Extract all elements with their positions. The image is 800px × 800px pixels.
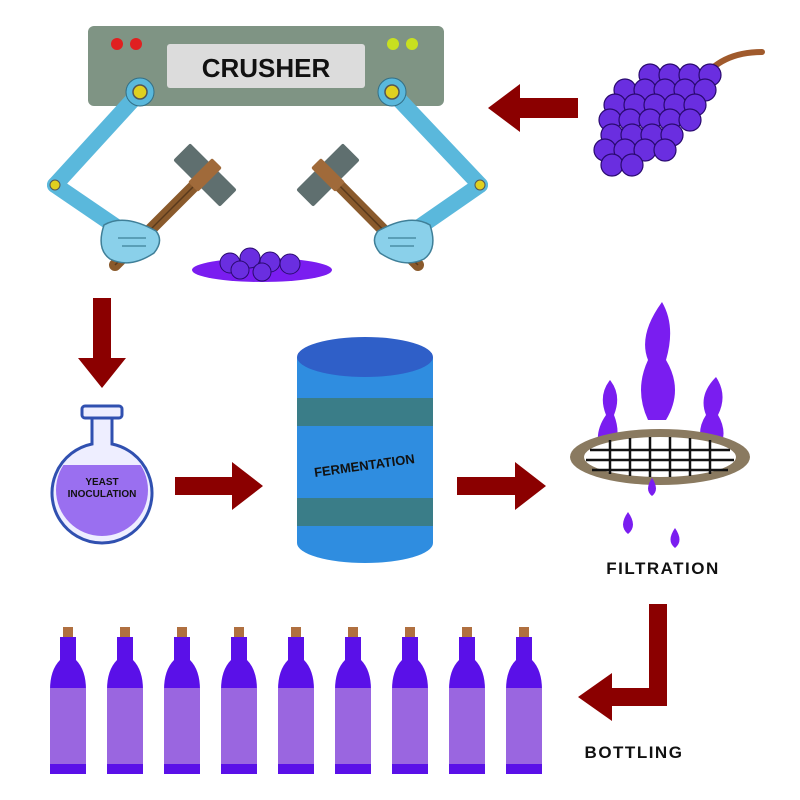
crusher-yellow-light <box>406 38 418 50</box>
bottle-neck <box>506 637 542 690</box>
bottle-cork <box>348 627 358 637</box>
bottle-body <box>50 688 86 764</box>
bottle-body <box>335 688 371 764</box>
flask-label-line2: INOCULATION <box>68 489 137 500</box>
arrow-filtration-to-bottling <box>578 604 667 721</box>
left-hand <box>100 219 161 264</box>
filtration-label: FILTRATION <box>606 559 720 578</box>
bottles-row <box>50 627 542 774</box>
bottle-body <box>221 688 257 764</box>
barrel-band <box>297 398 433 426</box>
bottle-base <box>335 764 371 774</box>
bottle-cork <box>234 627 244 637</box>
crusher-yellow-light <box>387 38 399 50</box>
bottle-body <box>449 688 485 764</box>
wine-bottle <box>164 627 200 774</box>
bottle-body <box>278 688 314 764</box>
bottle-neck <box>107 637 143 690</box>
yeast-flask: YEAST INOCULATION <box>50 404 154 545</box>
flask-label-line1: YEAST <box>85 477 118 488</box>
arm-joint <box>49 179 61 191</box>
bottle-neck <box>392 637 428 690</box>
bottle-body <box>506 688 542 764</box>
left-robot-arm <box>47 77 155 236</box>
bottle-neck <box>278 637 314 690</box>
bottle-base <box>50 764 86 774</box>
grape <box>620 153 644 177</box>
bottle-body <box>107 688 143 764</box>
crusher-machine: CRUSHER <box>88 26 444 106</box>
crusher-red-light <box>111 38 123 50</box>
barrel-band <box>297 498 433 526</box>
bottle-neck <box>335 637 371 690</box>
right-hand <box>373 219 434 264</box>
crusher-label-plate <box>167 44 365 88</box>
bottle-base <box>278 764 314 774</box>
bottle-cork <box>405 627 415 637</box>
fermentation-barrel: FERMENTATION <box>297 337 433 563</box>
barrel-top <box>297 337 433 377</box>
filtrate-drop <box>623 512 633 534</box>
bottle-cork <box>63 627 73 637</box>
right-robot-arm <box>377 77 488 236</box>
grape <box>678 108 702 132</box>
bottle-base <box>164 764 200 774</box>
bottle-cork <box>519 627 529 637</box>
bottle-neck <box>164 637 200 690</box>
bottle-cork <box>462 627 472 637</box>
bottle-cork <box>177 627 187 637</box>
wine-bottle <box>278 627 314 774</box>
wine-bottle <box>107 627 143 774</box>
arm-joint <box>384 84 400 100</box>
crushed-grapes <box>192 247 332 282</box>
bottle-neck <box>221 637 257 690</box>
wine-bottle <box>335 627 371 774</box>
bottle-body <box>164 688 200 764</box>
bottle-base <box>392 764 428 774</box>
wine-bottle <box>449 627 485 774</box>
bottle-body <box>392 688 428 764</box>
crusher-red-light <box>130 38 142 50</box>
crusher-label: CRUSHER <box>202 53 331 83</box>
grape <box>600 153 624 177</box>
arrow-flask-to-barrel <box>175 462 263 510</box>
arrow-barrel-to-filtration <box>457 462 546 510</box>
bottle-base <box>506 764 542 774</box>
filtrate-drop <box>648 478 656 496</box>
bottle-neck <box>50 637 86 690</box>
wine-bottle <box>221 627 257 774</box>
arm-joint <box>132 84 148 100</box>
bottle-base <box>107 764 143 774</box>
bottle-base <box>221 764 257 774</box>
bottling-label: BOTTLING <box>585 743 684 762</box>
bottle-cork <box>291 627 301 637</box>
arm-joint <box>474 179 486 191</box>
bottle-cork <box>120 627 130 637</box>
grape-bunch <box>593 49 765 177</box>
sieve-grid <box>586 437 734 477</box>
filtration-sieve: FILTRATION <box>570 302 750 578</box>
wine-bottle <box>506 627 542 774</box>
arrow-grapes-to-crusher <box>488 84 578 132</box>
grape <box>653 138 677 162</box>
wine-bottle <box>50 627 86 774</box>
vapor-plume <box>641 302 675 420</box>
bottle-base <box>449 764 485 774</box>
wine-bottle <box>392 627 428 774</box>
arrow-crusher-to-flask <box>78 298 126 388</box>
bottle-neck <box>449 637 485 690</box>
filtrate-drop <box>670 528 680 548</box>
